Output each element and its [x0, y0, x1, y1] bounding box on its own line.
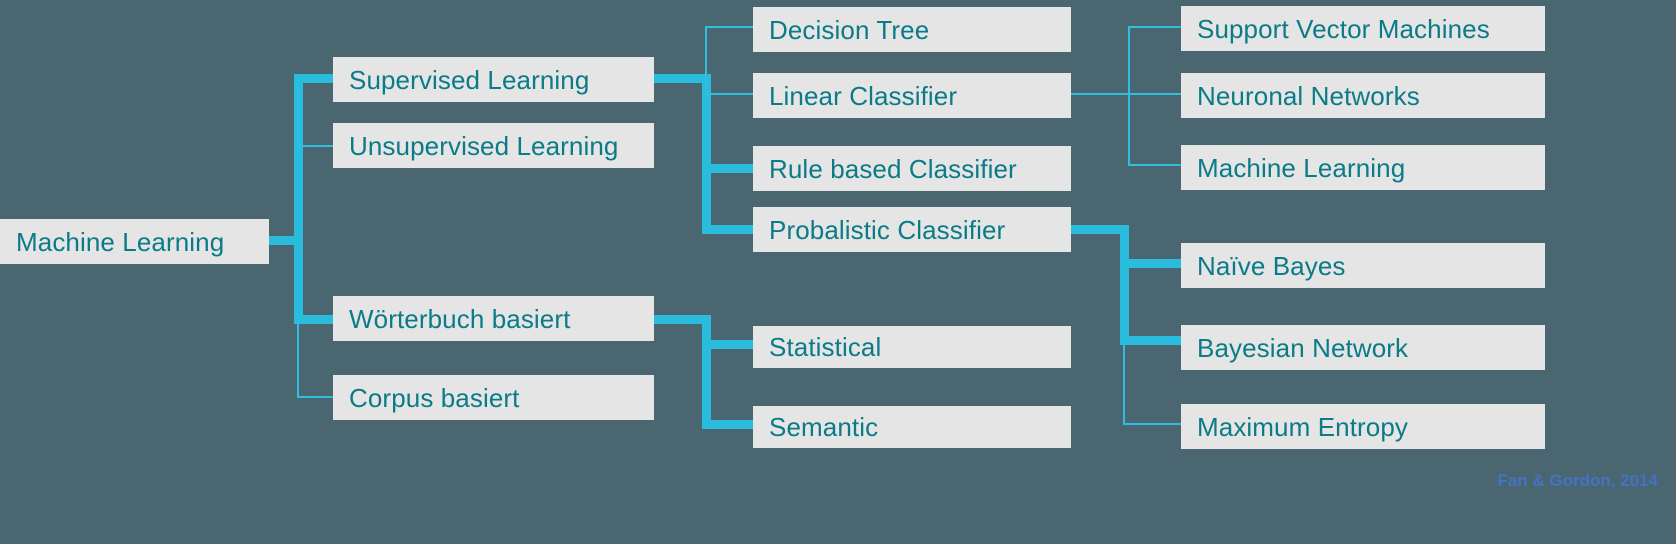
connector-to-probalistic-classifier — [702, 225, 754, 234]
connector-supervised-trunk — [702, 74, 711, 234]
node-corpus-basiert[interactable]: Corpus basiert — [333, 375, 654, 420]
connector-woerterbuch-trunk — [702, 315, 711, 429]
node-decision-tree[interactable]: Decision Tree — [753, 7, 1071, 52]
node-semantic[interactable]: Semantic — [753, 406, 1071, 448]
connector-woerterbuch-stub — [654, 315, 710, 324]
connector-supervised-stub — [654, 74, 710, 83]
connector-to-decision-tree — [705, 26, 754, 28]
node-machine-learning-root[interactable]: Machine Learning — [0, 219, 269, 264]
node-bayesian-network[interactable]: Bayesian Network — [1181, 325, 1545, 370]
node-machine-learning-leaf[interactable]: Machine Learning — [1181, 145, 1545, 190]
connector-to-machine-learning-leaf — [1128, 164, 1182, 166]
node-support-vector-machines[interactable]: Support Vector Machines — [1181, 6, 1545, 51]
connector-to-unsupervised-learning — [297, 145, 334, 147]
connector-to-support-vector-machines — [1128, 26, 1182, 28]
connector-root-trunk — [294, 74, 303, 324]
node-naive-bayes[interactable]: Naïve Bayes — [1181, 243, 1545, 288]
connector-to-bayesian-network — [1120, 336, 1182, 345]
connector-to-linear-classifier — [705, 93, 754, 95]
connector-to-supervised-learning — [294, 74, 334, 83]
connector-to-naive-bayes — [1120, 259, 1182, 268]
connector-to-statistical — [702, 340, 754, 349]
connector-to-maximum-entropy — [1123, 423, 1182, 425]
connector-branch-maximum-entropy-vertical — [1123, 342, 1125, 425]
node-neuronal-networks[interactable]: Neuronal Networks — [1181, 73, 1545, 118]
attribution-credit: Fan & Gordon, 2014 — [1497, 471, 1658, 490]
node-woerterbuch-basiert[interactable]: Wörterbuch basiert — [333, 296, 654, 341]
connector-branch-unsupervised-vertical — [297, 80, 299, 150]
node-unsupervised-learning[interactable]: Unsupervised Learning — [333, 123, 654, 168]
connector-to-rule-based-classifier — [702, 164, 754, 173]
node-statistical[interactable]: Statistical — [753, 326, 1071, 368]
connector-linear-classifier-trunk — [1128, 26, 1130, 166]
connector-probalistic-stub — [1071, 225, 1129, 234]
node-linear-classifier[interactable]: Linear Classifier — [753, 73, 1071, 118]
connector-linear-classifier-stub — [1071, 93, 1129, 95]
connector-to-woerterbuch-basiert — [294, 315, 334, 324]
node-rule-based-classifier[interactable]: Rule based Classifier — [753, 146, 1071, 191]
connector-to-corpus-basiert — [297, 396, 334, 398]
node-probalistic-classifier[interactable]: Probalistic Classifier — [753, 207, 1071, 252]
connector-branch-decision-tree-vertical — [705, 27, 707, 81]
connector-to-semantic — [702, 420, 754, 429]
connector-to-neuronal-networks — [1128, 93, 1182, 95]
node-maximum-entropy[interactable]: Maximum Entropy — [1181, 404, 1545, 449]
connector-branch-corpus-vertical — [297, 320, 299, 397]
node-supervised-learning[interactable]: Supervised Learning — [333, 57, 654, 102]
connector-branch-linear-classifier-vertical — [705, 80, 707, 95]
connector-probalistic-trunk — [1120, 225, 1129, 345]
connector-root-stub — [269, 236, 303, 245]
